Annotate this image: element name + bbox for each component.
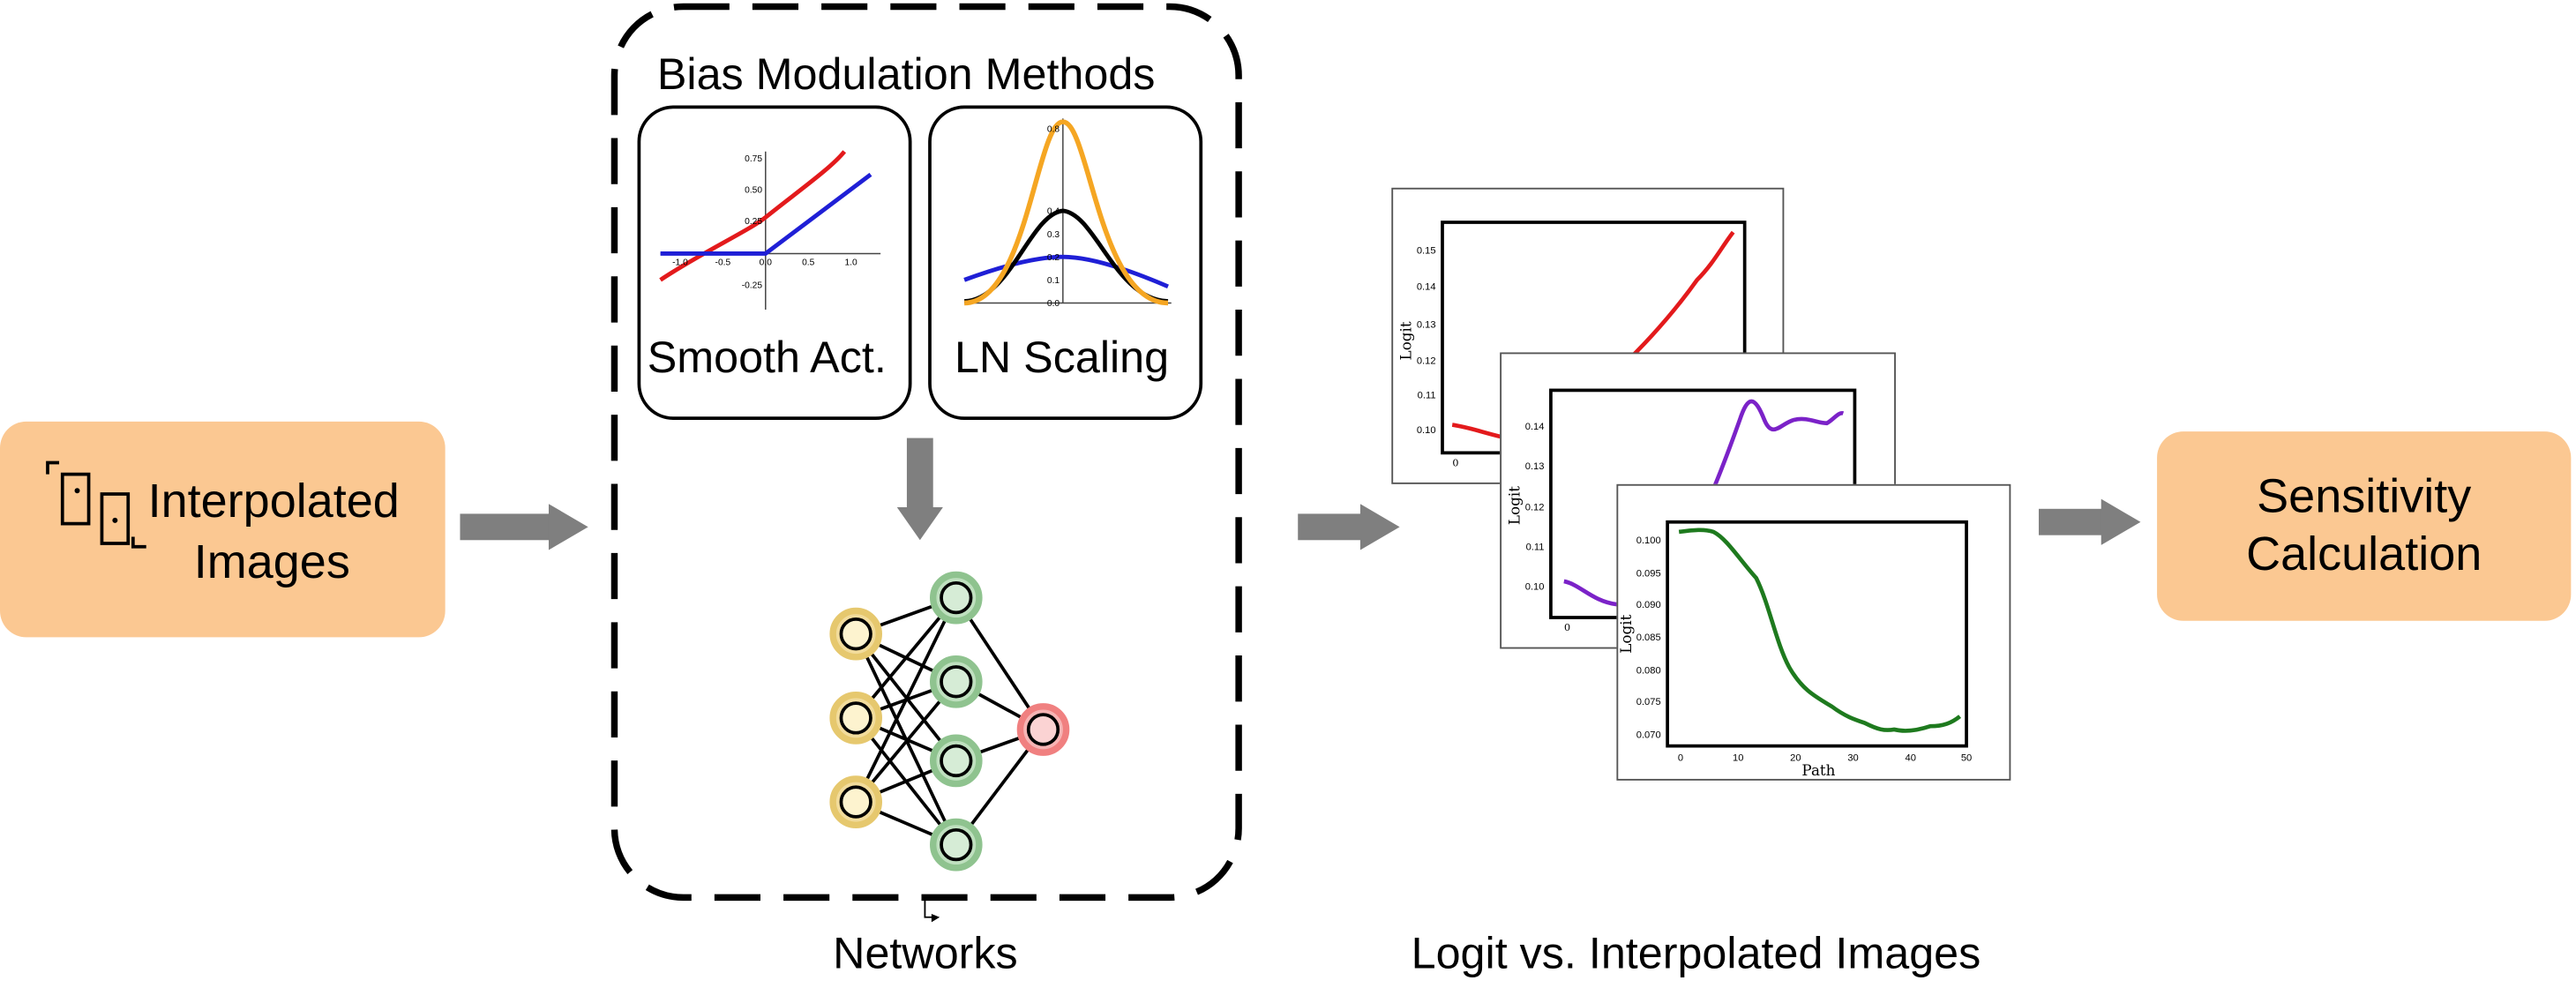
ln-scaling-panel: 0.8 0.4 0.3 0.2 0.1 0.0 LN Scaling	[928, 105, 1203, 421]
ln-ytick-0: 0.8	[1047, 124, 1060, 134]
p1-ytick-5: 0.10	[1417, 425, 1436, 436]
p1-ytick-0: 0.15	[1417, 245, 1436, 256]
p1-ytick-2: 0.13	[1417, 319, 1436, 330]
p3-ylabel: Logit	[1618, 614, 1635, 653]
sa-xtick-2: 0.0	[760, 258, 773, 268]
connector-mark	[924, 897, 940, 923]
p2-ytick-2: 0.12	[1525, 503, 1545, 513]
p1-ytick-3: 0.12	[1417, 356, 1436, 367]
p2-ylabel: Logit	[1506, 486, 1524, 525]
p1-ytick-4: 0.11	[1418, 391, 1436, 401]
ln-ytick-5: 0.0	[1047, 299, 1060, 309]
p3-ytick-2: 0.090	[1636, 600, 1661, 610]
ln-scaling-plot: 0.8 0.4 0.3 0.2 0.1 0.0	[963, 118, 1172, 309]
ln-ytick-2: 0.3	[1047, 230, 1060, 240]
sa-xtick-3: 0.5	[802, 258, 815, 268]
logit-plot-3: 0.100 0.095 0.090 0.085 0.080 0.075 0.07…	[1616, 483, 2011, 781]
networks-label: Networks	[833, 928, 1018, 978]
output-label-line1: Sensitivity	[2257, 470, 2472, 524]
arrow-down	[896, 438, 943, 541]
sa-xtick-0: -1.0	[672, 258, 688, 268]
ln-scaling-label: LN Scaling	[954, 333, 1170, 383]
sa-xtick-4: 1.0	[845, 258, 858, 268]
sensitivity-calculation-box: Sensitivity Calculation	[2157, 431, 2572, 621]
p3-ytick-6: 0.070	[1636, 730, 1661, 740]
p3-xtick-5: 50	[1961, 752, 1972, 763]
p1-ylabel: Logit	[1397, 321, 1415, 360]
bias-modulation-container	[610, 3, 1242, 902]
plots-caption: Logit vs. Interpolated Images	[1411, 928, 1981, 978]
p2-xtick-0: 0	[1564, 622, 1570, 633]
arrow-right-2	[1298, 504, 1400, 550]
p3-ytick-0: 0.100	[1636, 535, 1661, 546]
p3-ytick-4: 0.080	[1636, 665, 1661, 676]
input-label-line2: Images	[193, 536, 350, 590]
smooth-act-label: Smooth Act.	[647, 333, 887, 383]
p2-ytick-1: 0.13	[1525, 461, 1545, 472]
arrow-right-3	[2038, 498, 2141, 545]
sa-ytick-1: 0.50	[745, 185, 762, 195]
neural-network-icon	[829, 571, 1070, 872]
p2-ytick-4: 0.10	[1525, 581, 1545, 592]
p1-ytick-1: 0.14	[1417, 282, 1436, 293]
p3-ytick-5: 0.075	[1636, 697, 1661, 707]
p3-xtick-0: 0	[1678, 752, 1683, 763]
input-label-line1: Interpolated	[147, 475, 400, 529]
p3-xtick-2: 20	[1790, 752, 1801, 763]
output-label-line2: Calculation	[2246, 528, 2482, 581]
smooth-act-panel: 0.75 0.50 0.25 -0.25 -1.0 -0.5 0.0 0.5 1…	[637, 105, 912, 421]
ln-ytick-1: 0.4	[1047, 207, 1060, 217]
sa-xtick-1: -0.5	[715, 258, 731, 268]
smooth-act-plot: 0.75 0.50 0.25 -0.25 -1.0 -0.5 0.0 0.5 1…	[659, 150, 881, 310]
ln-ytick-4: 0.1	[1047, 276, 1060, 286]
image-stack-icon	[46, 460, 146, 549]
p3-xtick-1: 10	[1733, 752, 1743, 763]
sa-ytick-3: -0.25	[742, 281, 763, 291]
interpolated-images-box: Interpolated Images	[0, 421, 446, 638]
p3-xtick-4: 40	[1906, 752, 1916, 763]
p2-ytick-0: 0.14	[1525, 422, 1545, 432]
sa-ytick-2: 0.25	[745, 217, 762, 227]
ln-ytick-3: 0.2	[1047, 253, 1060, 263]
p3-xtick-3: 30	[1847, 752, 1858, 763]
p1-xtick-0: 0	[1452, 457, 1458, 468]
sa-ytick-0: 0.75	[745, 154, 762, 164]
p2-ytick-3: 0.11	[1526, 542, 1545, 552]
bias-section-title: Bias Modulation Methods	[654, 49, 1159, 101]
p3-xlabel: Path	[1801, 761, 1835, 779]
p3-ytick-3: 0.085	[1636, 632, 1661, 643]
arrow-right-1	[460, 504, 588, 550]
logit-plot-3-svg: 0.100 0.095 0.090 0.085 0.080 0.075 0.07…	[1618, 520, 1972, 779]
p3-ytick-1: 0.095	[1636, 568, 1661, 579]
